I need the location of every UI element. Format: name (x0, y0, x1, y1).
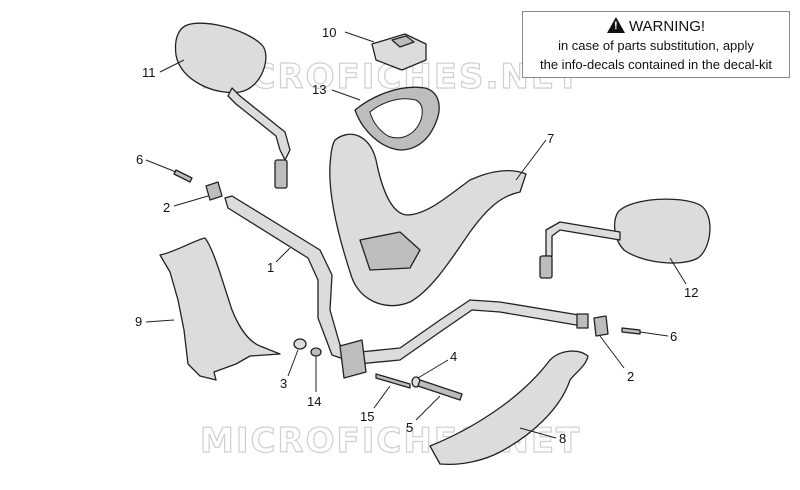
callout-3: 3 (280, 376, 287, 391)
part-screw-right (621, 327, 641, 335)
part-grip-cap-left (205, 181, 223, 201)
warning-triangle-icon: ! (606, 17, 625, 33)
callout-8: 8 (559, 431, 566, 446)
callout-6-left: 6 (136, 152, 143, 167)
part-lower-right-cover (429, 350, 589, 466)
callout-4: 4 (450, 349, 457, 364)
part-right-mirror (539, 198, 711, 279)
callout-14: 14 (307, 394, 321, 409)
callout-11: 11 (142, 65, 156, 80)
part-handlebar-cover-upper (329, 133, 527, 307)
callout-6-right: 6 (670, 329, 677, 344)
callout-5: 5 (406, 420, 413, 435)
part-clamp (339, 339, 367, 379)
part-washer-3 (293, 338, 307, 350)
warning-line-2: the info-decals contained in the decal-k… (540, 57, 772, 72)
part-bolt-5 (417, 379, 463, 401)
callout-2-right: 2 (627, 369, 634, 384)
callout-13: 13 (312, 82, 326, 97)
callout-1: 1 (267, 260, 274, 275)
part-washer-14 (310, 347, 322, 357)
callout-15: 15 (360, 409, 374, 424)
part-switch-cover (371, 33, 427, 71)
callout-9: 9 (135, 314, 142, 329)
warning-title: WARNING! (628, 18, 706, 35)
callout-2-left: 2 (163, 200, 170, 215)
warning-heading: !WARNING! (523, 17, 789, 36)
part-left-mirror (174, 22, 291, 189)
part-lower-left-cover (159, 237, 281, 381)
leader-lines (145, 31, 687, 439)
callout-10: 10 (322, 25, 336, 40)
part-screw-left (173, 169, 193, 183)
part-bolt-15 (375, 373, 411, 389)
part-grip-cap-right (593, 315, 609, 337)
part-headlight-frame (354, 86, 440, 151)
warning-line-1: in case of parts substitution, apply (558, 38, 754, 53)
callout-7: 7 (547, 131, 554, 146)
warning-box: !WARNING! in case of parts substitution,… (522, 11, 790, 78)
callout-12: 12 (684, 285, 698, 300)
part-handlebar (224, 195, 589, 365)
